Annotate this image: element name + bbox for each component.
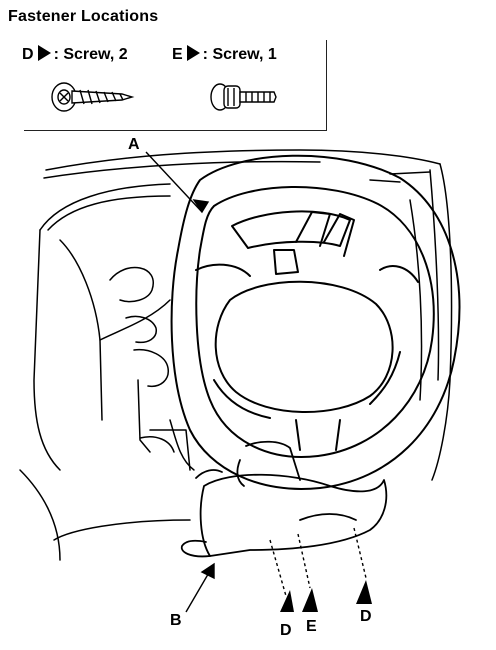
leader-b-arrowhead (200, 562, 215, 580)
arrow-marker-icon (186, 45, 200, 61)
legend-item-d: D : Screw, 2 (22, 45, 128, 64)
leader-e (297, 533, 311, 589)
page-title: Fastener Locations (8, 8, 159, 25)
legend-item-e: E : Screw, 1 (172, 45, 277, 64)
legend-label-e: : Screw, 1 (202, 46, 277, 63)
tapping-screw-icon (51, 82, 135, 112)
legend-label-d: : Screw, 2 (53, 46, 128, 63)
fastener-arrow-e (302, 588, 318, 612)
fastener-arrow-d-right (356, 580, 372, 604)
callout-leaders (145, 151, 367, 613)
column-cover (180, 440, 388, 558)
callout-label-a: A (128, 136, 140, 153)
legend-code-e: E (172, 46, 183, 63)
fastener-arrow-d-left (280, 590, 294, 612)
legend-box (24, 40, 327, 131)
leader-d-left (269, 539, 287, 597)
callout-label-d-left: D (280, 622, 292, 639)
leader-a (145, 151, 203, 213)
callout-label-e: E (306, 618, 317, 635)
leader-d-right (353, 527, 367, 579)
leader-a-arrowhead (192, 199, 210, 214)
machine-screw-icon (210, 83, 277, 111)
callout-label-b: B (170, 612, 182, 629)
arrow-marker-icon (37, 45, 51, 61)
legend-code-d: D (22, 46, 34, 63)
dashboard-outline (19, 149, 453, 561)
steering-wheel (170, 154, 461, 490)
callout-label-d-right: D (360, 608, 372, 625)
